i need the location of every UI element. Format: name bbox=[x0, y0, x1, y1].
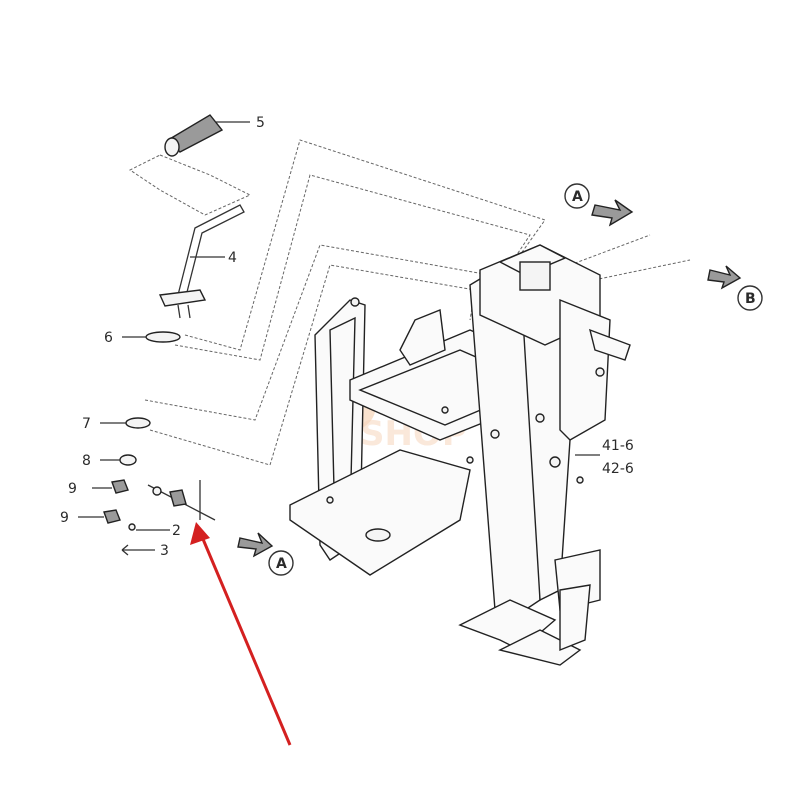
callout-2: 2 bbox=[172, 523, 181, 539]
part-control-rod bbox=[121, 480, 216, 556]
part-spring-washer bbox=[100, 454, 137, 466]
view-arrow-b-right bbox=[707, 265, 742, 290]
view-marker-b-right-label: B bbox=[745, 291, 756, 307]
callout-7: 7 bbox=[82, 416, 91, 432]
part-lever-rod bbox=[158, 204, 245, 319]
view-marker-a-bottom: A bbox=[268, 550, 294, 576]
part-washer-plate bbox=[122, 331, 181, 343]
main-frame-assembly bbox=[289, 244, 631, 666]
callout-9-upper: 9 bbox=[68, 481, 77, 497]
callout-4: 4 bbox=[228, 250, 237, 266]
part-nut-lower bbox=[78, 509, 121, 524]
view-marker-a-top: A bbox=[564, 183, 590, 209]
part-washer bbox=[100, 417, 151, 429]
callout-9-lower: 9 bbox=[60, 510, 69, 526]
red-pointer-arrow bbox=[190, 522, 292, 746]
callout-8: 8 bbox=[82, 453, 91, 469]
callout-3: 3 bbox=[160, 543, 169, 559]
callout-41-6: 41-6 bbox=[602, 438, 634, 454]
callout-5: 5 bbox=[256, 115, 265, 131]
callout-6: 6 bbox=[104, 330, 113, 346]
part-knob bbox=[164, 114, 250, 157]
callout-42-6: 42-6 bbox=[602, 461, 634, 477]
view-marker-a-top-label: A bbox=[572, 189, 583, 205]
view-arrow-a-top bbox=[591, 199, 634, 227]
view-marker-a-bottom-label: A bbox=[276, 556, 287, 572]
part-nut-upper bbox=[92, 479, 129, 494]
view-marker-b-right: B bbox=[737, 285, 763, 311]
view-arrow-a-bottom bbox=[237, 532, 274, 558]
